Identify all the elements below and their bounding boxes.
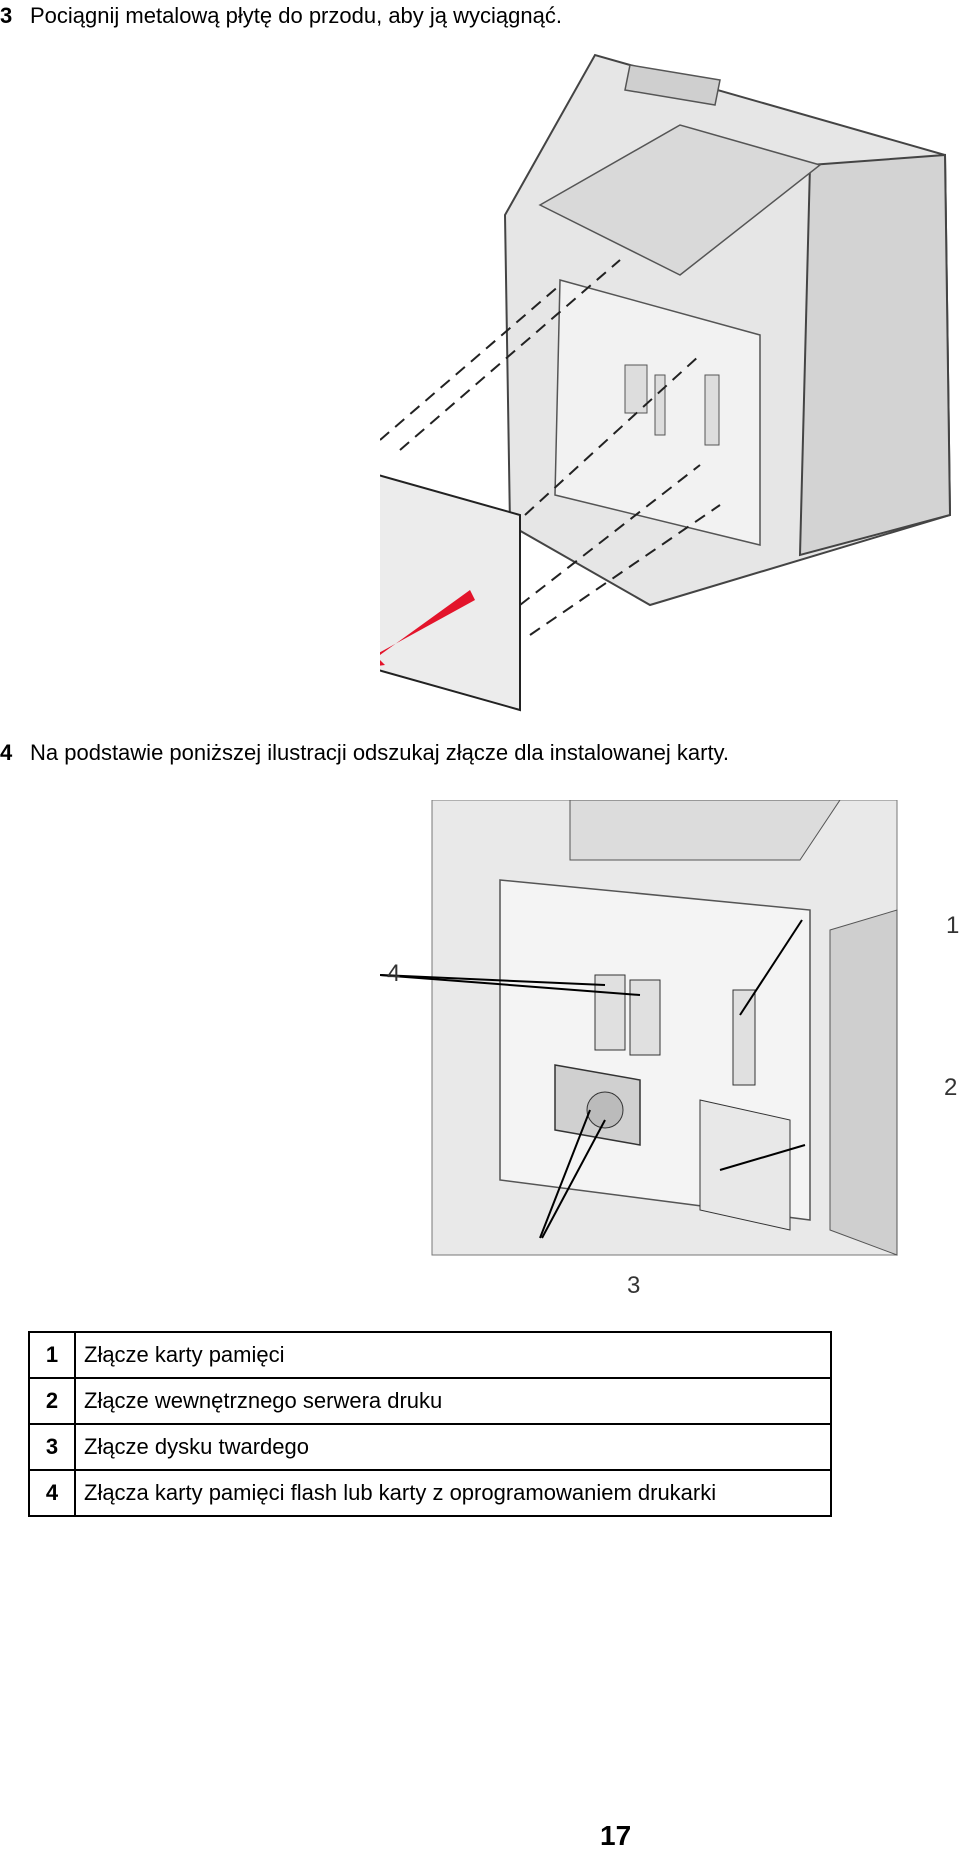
table-row: 4 Złącza karty pamięci flash lub karty z… [28, 1469, 832, 1517]
legend-number: 3 [28, 1423, 76, 1471]
page-number: 17 [600, 1820, 632, 1851]
table-row: 2 Złącze wewnętrznego serwera druku [28, 1377, 832, 1425]
callout-2: 2 [944, 1074, 958, 1101]
step-3: 3 Pociągnij metalową płytę do przodu, aby… [0, 2, 562, 30]
printer-plate-removal-illustration [380, 53, 952, 712]
legend-label: Złącza karty pamięci flash lub karty z o… [74, 1469, 832, 1517]
callout-1: 1 [946, 912, 960, 939]
table-row: 3 Złącze dysku twardego [28, 1423, 832, 1471]
legend-number: 2 [28, 1377, 76, 1425]
legend-label: Złącze wewnętrznego serwera druku [74, 1377, 832, 1425]
callout-4: 4 [387, 960, 401, 987]
connector-location-illustration [380, 800, 898, 1256]
table-row: 1 Złącze karty pamięci [28, 1331, 832, 1379]
legend-label: Złącze dysku twardego [74, 1423, 832, 1471]
legend-label: Złącze karty pamięci [74, 1331, 832, 1379]
step-4: 4 Na podstawie poniższej ilustracji odszu… [0, 739, 729, 767]
legend-number: 1 [28, 1331, 76, 1379]
legend-number: 4 [28, 1469, 76, 1517]
step-number: 4 [0, 740, 13, 765]
connector-legend-table: 1 Złącze karty pamięci 2 Złącze wewnętrz… [28, 1331, 832, 1517]
step-text: Pociągnij metalową płytę do przodu, aby … [30, 3, 562, 28]
callout-3: 3 [627, 1272, 641, 1299]
step-number: 3 [0, 3, 13, 28]
step-text: Na podstawie poniższej ilustracji odszuk… [30, 740, 730, 765]
